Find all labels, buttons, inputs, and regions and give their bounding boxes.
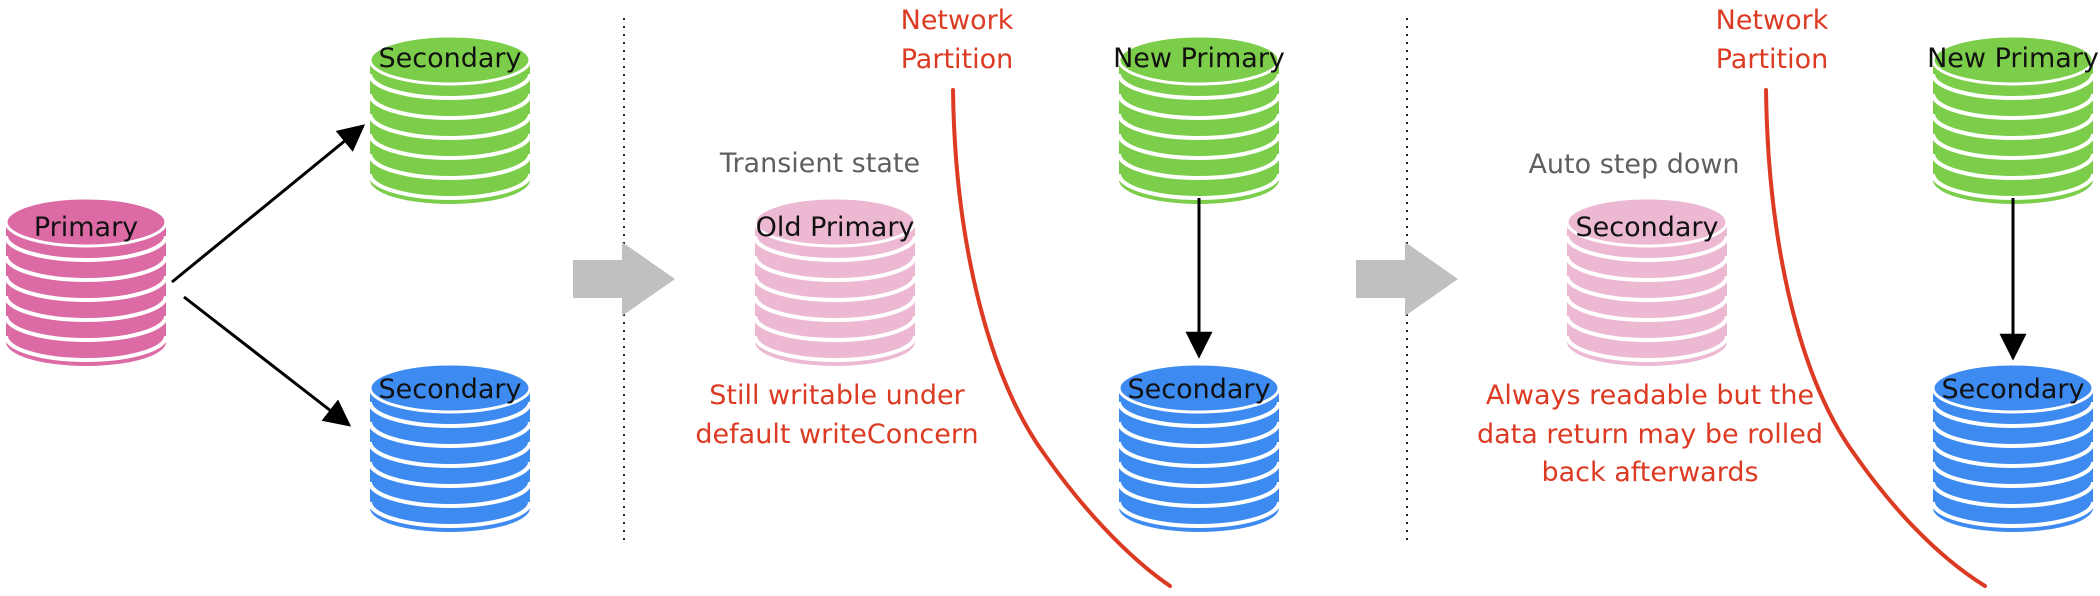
database-top [1931, 362, 2095, 414]
database-top [368, 34, 532, 86]
database-disk-separator [1117, 93, 1281, 120]
database-disk-separator [4, 255, 168, 282]
database-disk-separator [1117, 401, 1281, 428]
writable-note-line1: Still writable under [709, 380, 965, 411]
old-primary-db-icon [753, 196, 917, 366]
database-top [753, 196, 917, 248]
secondary-label: Secondary [1128, 374, 1271, 405]
database-disk-separator [1565, 315, 1729, 342]
database-disk-separator [1565, 295, 1729, 322]
database-disk-separator [368, 481, 532, 508]
partition-label-line2: Partition [901, 44, 1014, 75]
readable-note-line3: back afterwards [1541, 457, 1758, 488]
database-top [368, 362, 532, 414]
secondary-bottom-label: Secondary [379, 374, 522, 405]
database-disk-separator [1565, 235, 1729, 262]
database-disk-separator [753, 275, 917, 302]
database-disk-separator [1117, 461, 1281, 488]
secondary-label: Secondary [1942, 374, 2085, 405]
database-disk-separator [368, 461, 532, 488]
partition-label-line1: Network [1716, 5, 1829, 36]
database-disk-separator [368, 421, 532, 448]
database-disk-separator [368, 501, 532, 528]
secondary-bottom-db-icon [368, 362, 532, 532]
primary-db-icon [4, 196, 168, 366]
readable-note-line1: Always readable but the [1486, 380, 1814, 411]
database-disk-separator [368, 113, 532, 140]
database-disk-separator [1117, 133, 1281, 160]
database-disk-separator [1931, 133, 2095, 160]
database-disk-separator [753, 235, 917, 262]
database-disk-separator [1931, 421, 2095, 448]
database-disk-separator [368, 133, 532, 160]
database-disk-separator [4, 235, 168, 262]
database-disk-separator [1117, 481, 1281, 508]
partition-curve [1764, 88, 1987, 588]
stepped-down-label: Secondary [1576, 212, 1719, 243]
database-disk-separator [1565, 335, 1729, 362]
database-top [1931, 34, 2095, 86]
database-disk-separator [368, 73, 532, 100]
database-top [4, 196, 168, 248]
database-disk-separator [368, 153, 532, 180]
database-disk-separator [1117, 113, 1281, 140]
transient-state-label: Transient state [719, 148, 920, 179]
partition-label-line2: Partition [1716, 44, 1829, 75]
database-disk-separator [4, 295, 168, 322]
secondary-top-db-icon [368, 34, 532, 204]
database-disk-separator [1117, 501, 1281, 528]
replication-arrow-top [171, 124, 366, 284]
auto-step-down-label: Auto step down [1528, 149, 1739, 180]
partition-label-line1: Network [901, 5, 1014, 36]
database-disk-separator [1931, 73, 2095, 100]
database-disk-separator [1931, 401, 2095, 428]
new-primary-db-icon [1931, 34, 2095, 204]
replication-arrow-bottom [183, 295, 352, 427]
database-disk-separator [4, 275, 168, 302]
database-disk-separator [1565, 255, 1729, 282]
primary-label: Primary [34, 212, 138, 243]
secondary-db-icon [1117, 362, 1281, 532]
secondary-top-label: Secondary [379, 43, 522, 74]
new-primary-label: New Primary [1113, 43, 1285, 74]
right-arrow-icon [1356, 242, 1458, 316]
database-disk-separator [368, 93, 532, 120]
database-disk-separator [753, 315, 917, 342]
database-disk-separator [4, 315, 168, 342]
database-disk-separator [753, 335, 917, 362]
old-primary-label: Old Primary [756, 212, 915, 243]
database-disk-separator [1117, 153, 1281, 180]
database-disk-separator [753, 255, 917, 282]
database-top [1565, 196, 1729, 248]
database-top [1117, 362, 1281, 414]
partition-curve [951, 88, 1172, 588]
stepped-down-db-icon [1565, 196, 1729, 366]
database-disk-separator [368, 441, 532, 468]
database-disk-separator [1931, 113, 2095, 140]
database-disk-separator [1931, 461, 2095, 488]
database-disk-separator [1117, 73, 1281, 100]
database-disk-separator [1565, 275, 1729, 302]
right-arrow-icon [573, 242, 675, 316]
database-disk-separator [368, 401, 532, 428]
secondary-db-icon [1931, 362, 2095, 532]
database-disk-separator [368, 173, 532, 200]
new-primary-db-icon [1117, 34, 1281, 204]
database-disk-separator [1931, 481, 2095, 508]
database-disk-separator [4, 335, 168, 362]
database-disk-separator [753, 295, 917, 322]
database-disk-separator [1931, 153, 2095, 180]
database-disk-separator [1931, 441, 2095, 468]
database-disk-separator [1931, 501, 2095, 528]
writable-note-line2: default writeConcern [695, 419, 978, 450]
readable-note-line2: data return may be rolled [1477, 419, 1823, 450]
database-disk-separator [1117, 421, 1281, 448]
database-top [1117, 34, 1281, 86]
database-disk-separator [1931, 93, 2095, 120]
new-primary-label: New Primary [1927, 43, 2099, 74]
database-disk-separator [1117, 441, 1281, 468]
